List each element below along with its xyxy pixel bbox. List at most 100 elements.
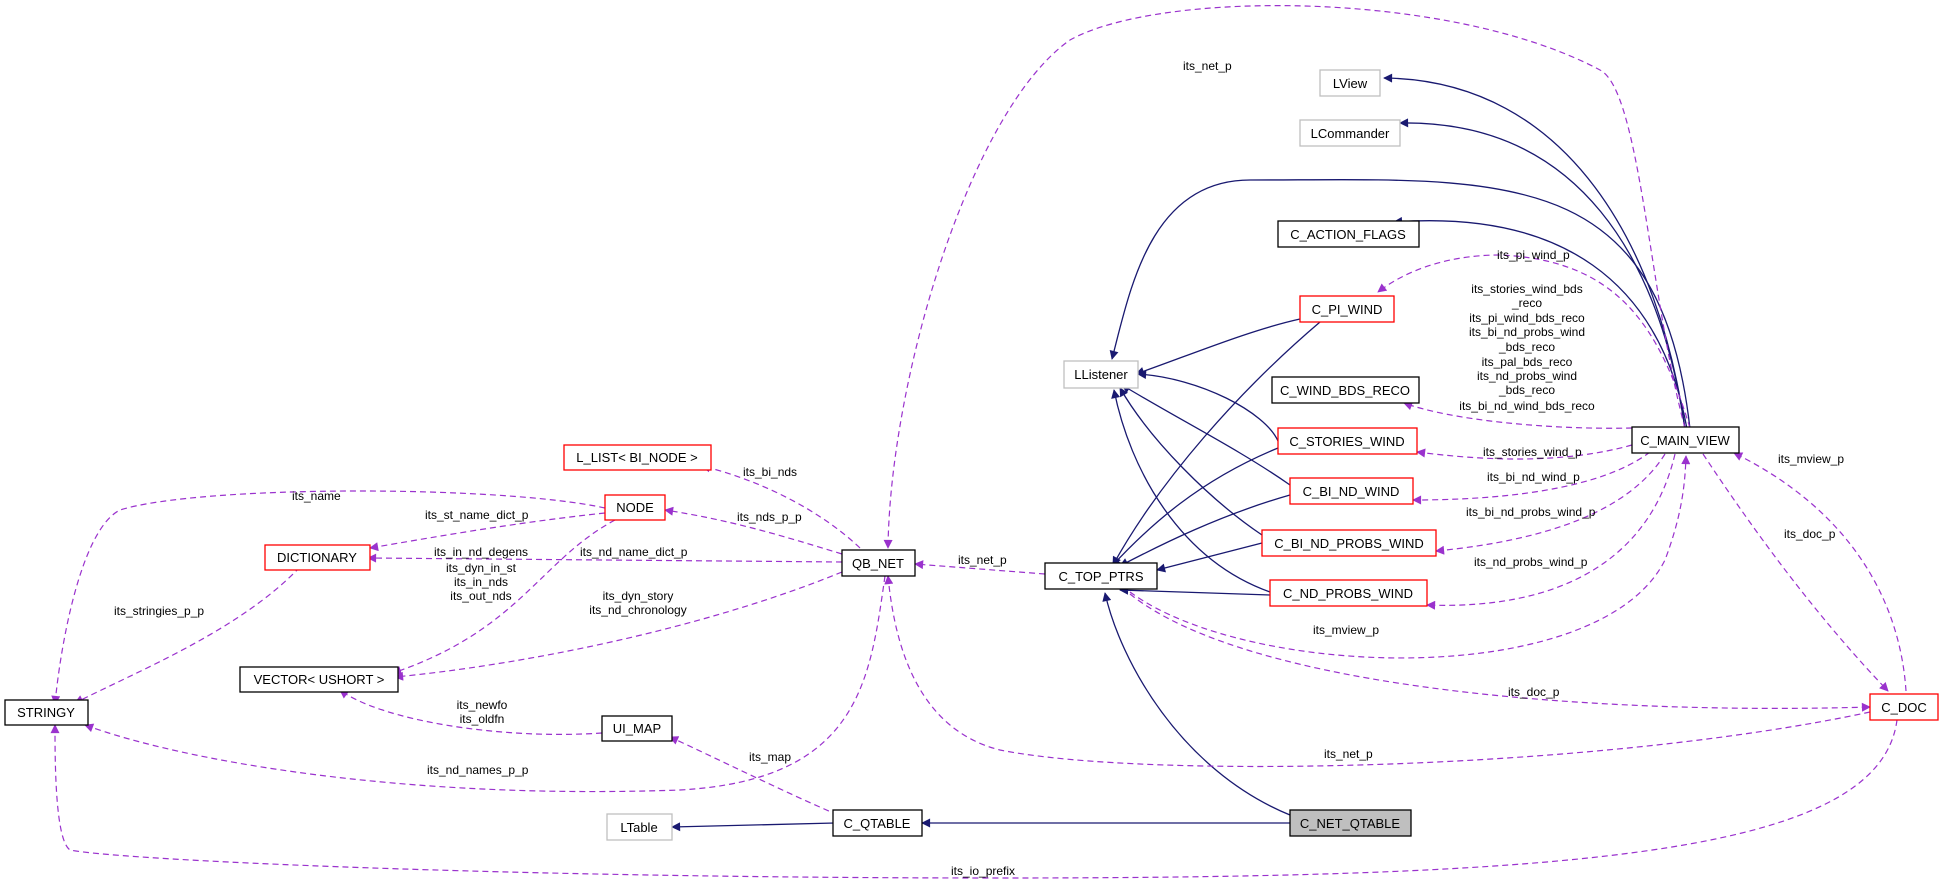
member-edges — [50, 5, 1907, 879]
node-c-top-ptrs[interactable]: C_TOP_PTRS — [1044, 562, 1158, 590]
edge-its-doc-p-top — [1129, 593, 1871, 712]
edge-piwind-llistener — [1135, 318, 1301, 376]
label-its-map: its_map — [749, 750, 791, 764]
node-lview[interactable]: LView — [1319, 69, 1381, 97]
edge-its-mview-p-doc — [1733, 452, 1907, 692]
edge-bindprobswind-topptrs — [1156, 542, 1263, 573]
label-its-io-prefix: its_io_prefix — [951, 864, 1015, 878]
node-dictionary[interactable]: DICTIONARY — [264, 544, 371, 571]
svg-text:STRINGY: STRINGY — [17, 705, 75, 720]
svg-text:C_WIND_BDS_RECO: C_WIND_BDS_RECO — [1280, 383, 1410, 398]
edge-node-vector — [392, 519, 616, 675]
svg-text:C_NET_QTABLE: C_NET_QTABLE — [1300, 816, 1401, 831]
node-c-nd-probs-wind[interactable]: C_ND_PROBS_WIND — [1269, 579, 1428, 607]
node-c-bi-nd-wind[interactable]: C_BI_ND_WIND — [1289, 477, 1414, 505]
node-c-wind-bds-reco[interactable]: C_WIND_BDS_RECO — [1271, 376, 1420, 404]
edge-its-io-prefix — [50, 719, 1898, 879]
node-c-pi-wind[interactable]: C_PI_WIND — [1299, 295, 1395, 323]
node-c-main-view[interactable]: C_MAIN_VIEW — [1631, 426, 1740, 454]
node-c-action-flags[interactable]: C_ACTION_FLAGS — [1277, 220, 1420, 248]
node-ui-map[interactable]: UI_MAP — [601, 715, 673, 742]
node-node[interactable]: NODE — [604, 494, 666, 521]
label-qbnet-vector: its_dyn_story its_nd_chronology — [589, 589, 686, 617]
svg-text:LListener: LListener — [1074, 367, 1128, 382]
node-qb-net[interactable]: QB_NET — [841, 549, 916, 577]
node-c-stories-wind[interactable]: C_STORIES_WIND — [1277, 427, 1418, 455]
label-uimap-vector-2: its_oldfn — [460, 712, 505, 726]
svg-text:LCommander: LCommander — [1311, 126, 1390, 141]
label-its-stringies-p-p: its_stringies_p_p — [114, 604, 204, 618]
svg-text:UI_MAP: UI_MAP — [613, 721, 661, 736]
label-node-vector-1: its_in_nd_degens — [434, 545, 528, 559]
edge-its-name — [51, 490, 606, 705]
node-ltable[interactable]: LTable — [606, 813, 673, 841]
edge-its-mview-p-top — [1129, 455, 1691, 659]
label-reco-1: its_stories_wind_bds — [1471, 282, 1582, 296]
edge-its-stringies-p-p — [74, 566, 301, 704]
label-its-nd-names-p-p: its_nd_names_p_p — [427, 763, 529, 777]
edge-its-nd-names-p-p — [84, 575, 886, 793]
node-stringy[interactable]: STRINGY — [4, 699, 89, 726]
label-its-pi-wind-p: its_pi_wind_p — [1497, 248, 1570, 262]
label-its-nds-p-p: its_nds_p_p — [737, 510, 802, 524]
label-qbnet-vector-2: its_nd_chronology — [589, 603, 686, 617]
label-its-bi-nd-wind-p: its_bi_nd_wind_p — [1487, 470, 1580, 484]
node-vector-ushort[interactable]: VECTOR< USHORT > — [239, 666, 399, 693]
node-c-bi-nd-probs-wind[interactable]: C_BI_ND_PROBS_WIND — [1261, 529, 1437, 557]
label-reco-3: its_pi_wind_bds_reco — [1469, 311, 1585, 325]
label-reco-9: its_bi_nd_wind_bds_reco — [1459, 399, 1595, 413]
svg-text:C_MAIN_VIEW: C_MAIN_VIEW — [1640, 433, 1730, 448]
edge-mainview-llistener — [1109, 179, 1691, 430]
svg-text:L_LIST< BI_NODE >: L_LIST< BI_NODE > — [576, 450, 697, 465]
node-llistener[interactable]: LListener — [1063, 360, 1139, 389]
svg-text:C_DOC: C_DOC — [1881, 700, 1927, 715]
edge-its-bi-nd-probs-wind-p — [1435, 453, 1666, 555]
edge-its-stories-wind-p — [1416, 444, 1633, 460]
svg-text:C_BI_ND_WIND: C_BI_ND_WIND — [1303, 484, 1400, 499]
label-reco-5: _bds_reco — [1498, 340, 1555, 354]
edge-qbnet-vector — [394, 571, 843, 681]
svg-text:C_PI_WIND: C_PI_WIND — [1312, 302, 1383, 317]
nodes: STRINGY DICTIONARY NODE L_LIST< BI_NODE … — [4, 69, 1939, 841]
label-its-net-p-doc: its_net_p — [1324, 747, 1373, 761]
label-its-mview-p-doc: its_mview_p — [1778, 452, 1844, 466]
label-its-net-p-top: its_net_p — [1183, 59, 1232, 73]
label-its-stories-wind-p: its_stories_wind_p — [1483, 445, 1582, 459]
svg-text:C_QTABLE: C_QTABLE — [844, 816, 911, 831]
label-reco-4: its_bi_nd_probs_wind — [1469, 325, 1585, 339]
node-l-list-bi-node[interactable]: L_LIST< BI_NODE > — [563, 444, 712, 471]
svg-text:C_ACTION_FLAGS: C_ACTION_FLAGS — [1290, 227, 1406, 242]
edge-its-bi-nds — [701, 463, 861, 549]
edge-ndprobswind-topptrs — [1119, 585, 1271, 596]
label-node-vector: its_in_nd_degens its_dyn_in_st its_in_nd… — [434, 545, 528, 603]
label-reco-6: its_pal_bds_reco — [1482, 355, 1573, 369]
edge-its-doc-p-main — [1702, 453, 1889, 692]
edge-its-nd-probs-wind-p — [1426, 453, 1676, 610]
edge-piwind-topptrs — [1112, 321, 1321, 566]
node-c-doc[interactable]: C_DOC — [1869, 693, 1939, 721]
edge-its-net-p-doc — [884, 575, 1871, 768]
label-reco-7: its_nd_probs_wind — [1477, 369, 1577, 383]
label-reco-8: _bds_reco — [1498, 383, 1555, 397]
edge-its-nds-p-p — [664, 506, 843, 555]
edge-storieswind-llistener — [1137, 370, 1279, 442]
edge-its-nd-name-dict-p — [367, 553, 843, 563]
edge-uimap-vector — [339, 689, 603, 735]
node-c-net-qtable[interactable]: C_NET_QTABLE — [1289, 809, 1412, 837]
label-its-doc-p-main: its_doc_p — [1784, 527, 1836, 541]
inheritance-edges — [671, 73, 1691, 832]
edge-mainview-lcommander — [1399, 118, 1686, 430]
label-uimap-vector: its_newfo its_oldfn — [457, 698, 508, 726]
svg-text:LView: LView — [1333, 76, 1368, 91]
svg-text:C_BI_ND_PROBS_WIND: C_BI_ND_PROBS_WIND — [1274, 536, 1424, 551]
label-its-nd-name-dict-p: its_nd_name_dict_p — [580, 545, 688, 559]
node-lcommander[interactable]: LCommander — [1299, 119, 1401, 147]
svg-text:VECTOR< USHORT >: VECTOR< USHORT > — [254, 672, 385, 687]
svg-text:C_ND_PROBS_WIND: C_ND_PROBS_WIND — [1283, 586, 1413, 601]
edge-labels: its_net_p its_name its_st_name_dict_p it… — [114, 59, 1844, 878]
node-c-qtable[interactable]: C_QTABLE — [832, 809, 923, 837]
edge-its-net-p-topptrs — [914, 560, 1046, 575]
svg-text:NODE: NODE — [616, 500, 654, 515]
edge-bindwind-llistener — [1121, 384, 1291, 486]
